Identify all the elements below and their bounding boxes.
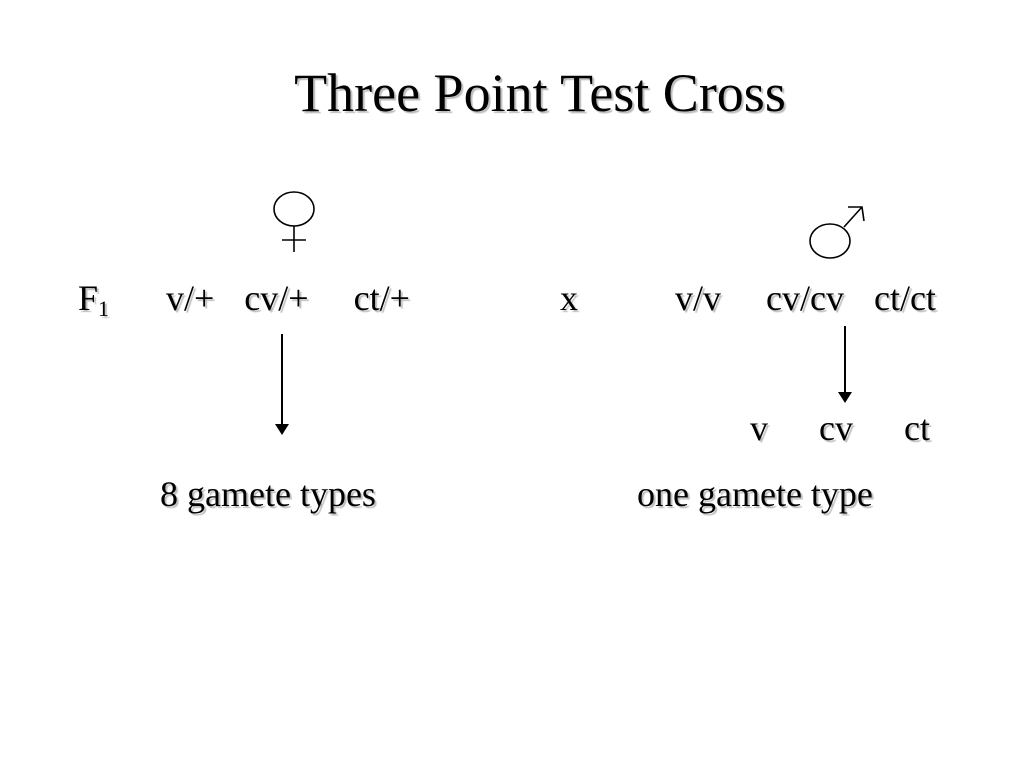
female-genotype: v/+ cv/+ ct/+ [166,278,410,318]
male-genotype: v/v cv/cv ct/ct [675,278,936,318]
male-gamete-arrow [838,326,852,403]
generation-label: F1 [78,278,109,320]
male-gamete-count: one gamete type [637,474,873,514]
generation-letter: F [78,278,99,318]
male-symbol-icon [809,206,865,259]
female-gamete-count: 8 gamete types [160,474,376,514]
male-gamete-genotype: v cv ct [750,408,930,448]
slide-title: Three Point Test Cross [294,63,786,123]
female-gamete-arrow [275,334,289,435]
cross-symbol: x [560,278,578,318]
generation-subscript: 1 [98,296,110,321]
female-symbol-icon [273,191,315,252]
